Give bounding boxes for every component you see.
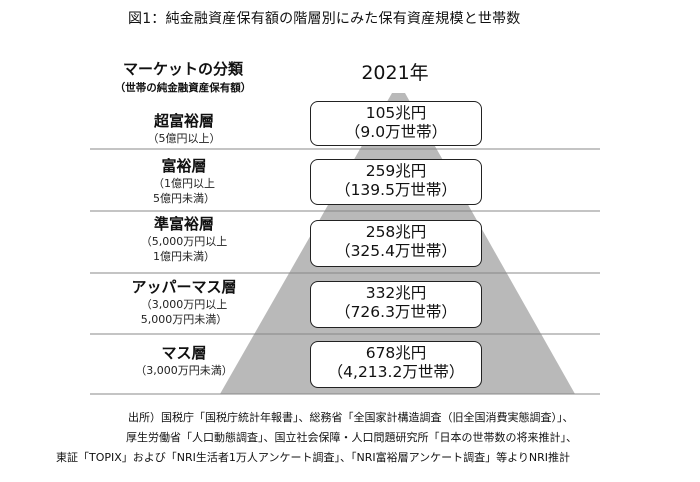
tier-label-upper-mass: アッパーマス層 （3,000万円以上 5,000万円未満） xyxy=(88,278,280,327)
household-count: （4,213.2万世帯） xyxy=(327,363,465,381)
tier-box-upper-mass: 332兆円 （726.3万世帯） xyxy=(310,281,482,328)
tier-name: 富裕層 xyxy=(161,157,207,175)
household-count: （726.3万世帯） xyxy=(335,303,457,321)
tier-range: （5億円以上） xyxy=(147,132,221,145)
asset-amount: 332兆円 xyxy=(365,284,427,302)
tier-name: アッパーマス層 xyxy=(131,278,237,296)
asset-amount: 259兆円 xyxy=(365,162,427,180)
tier-range: （3,000万円以上 xyxy=(140,298,228,311)
tier-range: 5,000万円未満） xyxy=(140,313,228,326)
tier-name: 準富裕層 xyxy=(153,215,214,233)
category-header: マーケットの分類 xyxy=(122,60,243,78)
tier-range: （1億円以上 xyxy=(153,177,215,190)
tier-label-wealthy: 富裕層 （1億円以上 5億円未満） xyxy=(88,157,280,206)
asset-amount: 105兆円 xyxy=(365,104,427,122)
source-line: 東証「TOPIX」および「NRI生活者1万人アンケート調査」、「NRI富裕層アン… xyxy=(56,451,571,464)
household-count: （139.5万世帯） xyxy=(335,181,457,199)
source-line: 出所）国税庁「国税庁統計年報書」、総務省「全国家計構造調査（旧全国消費実態調査）… xyxy=(128,411,574,424)
household-count: （9.0万世帯） xyxy=(344,123,448,141)
household-count: （325.4万世帯） xyxy=(335,242,457,260)
tier-label-semi-wealthy: 準富裕層 （5,000万円以上 1億円未満） xyxy=(88,215,280,264)
tier-box-mass: 678兆円 （4,213.2万世帯） xyxy=(310,341,482,388)
tier-name: マス層 xyxy=(161,344,207,362)
source-line: 厚生労働省「人口動態調査」、国立社会保障・人口問題研究所「日本の世帯数の将来推計… xyxy=(126,431,577,444)
source-note: 出所）国税庁「国税庁統計年報書」、総務省「全国家計構造調査（旧全国消費実態調査）… xyxy=(56,408,696,468)
asset-amount: 258兆円 xyxy=(365,223,427,241)
tier-range: 1億円未満） xyxy=(153,250,215,263)
tier-box-ultra-wealthy: 105兆円 （9.0万世帯） xyxy=(310,101,482,146)
figure-title: 図1：純金融資産保有額の階層別にみた保有資産規模と世帯数 xyxy=(128,11,521,27)
tier-box-wealthy: 259兆円 （139.5万世帯） xyxy=(310,159,482,205)
tier-label-mass: マス層 （3,000万円未満） xyxy=(88,344,280,378)
tier-label-ultra-wealthy: 超富裕層 （5億円以上） xyxy=(88,112,280,146)
category-subheader: （世帯の純金融資産保有額） xyxy=(114,82,252,94)
tier-box-semi-wealthy: 258兆円 （325.4万世帯） xyxy=(310,220,482,267)
tier-range: （3,000万円未満） xyxy=(135,364,233,377)
tier-range: 5億円未満） xyxy=(153,192,215,205)
asset-amount: 678兆円 xyxy=(365,344,427,362)
tier-name: 超富裕層 xyxy=(153,112,214,130)
tier-range: （5,000万円以上 xyxy=(140,235,228,248)
year-header: 2021年 xyxy=(361,62,429,84)
